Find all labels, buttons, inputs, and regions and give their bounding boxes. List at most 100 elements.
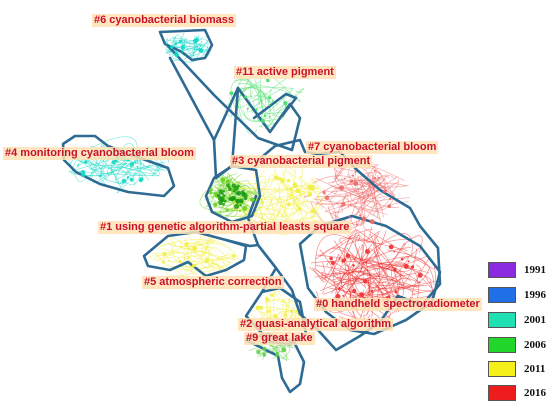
network-node <box>168 260 170 262</box>
network-node <box>250 197 255 202</box>
cluster-label-6: #6 cyanobacterial biomass <box>92 14 236 27</box>
network-node <box>290 188 293 191</box>
cluster-link-clouds <box>69 33 438 361</box>
legend-year-2001: 2001 <box>524 314 546 326</box>
network-node <box>394 291 397 294</box>
network-node <box>127 176 129 178</box>
network-node <box>387 204 391 208</box>
network-node <box>218 190 223 195</box>
legend-item-2011: 2011 <box>488 361 550 379</box>
network-node <box>205 258 209 262</box>
cluster-label-0: #0 handheld spectroradiometer <box>314 298 482 311</box>
network-node <box>404 264 409 269</box>
network-node <box>308 184 313 189</box>
network-node <box>130 162 134 166</box>
legend-item-2001: 2001 <box>488 312 550 330</box>
network-node <box>192 246 197 251</box>
network-node <box>363 279 367 283</box>
network-node <box>339 185 344 190</box>
cluster-label-4: #4 monitoring cyanobacterial bloom <box>3 147 196 160</box>
network-node <box>178 260 181 263</box>
network-node <box>270 293 273 296</box>
legend-year-1996: 1996 <box>524 289 546 301</box>
network-node <box>274 176 278 180</box>
network-node <box>269 104 271 106</box>
network-node <box>77 164 79 166</box>
network-node <box>234 204 239 209</box>
network-node <box>234 186 239 191</box>
legend-swatch-2006 <box>488 337 516 353</box>
network-node <box>281 347 286 352</box>
network-node <box>259 306 263 310</box>
network-node <box>285 106 287 108</box>
network-node <box>370 290 373 293</box>
network-node <box>276 352 279 355</box>
network-node <box>408 260 410 262</box>
network-node <box>352 264 355 267</box>
cluster-label-3: #3 cyanobacterial pigment <box>230 155 372 168</box>
network-node <box>266 79 270 83</box>
network-node <box>254 213 256 215</box>
network-node <box>344 273 346 275</box>
network-node <box>192 264 195 267</box>
network-node <box>344 178 346 180</box>
network-node <box>306 200 308 202</box>
legend-item-1996: 1996 <box>488 287 550 305</box>
network-node <box>174 43 177 46</box>
network-node <box>287 202 291 206</box>
network-node <box>370 219 375 224</box>
network-node <box>84 160 88 164</box>
network-node <box>236 191 240 195</box>
network-node <box>272 100 274 102</box>
network-node <box>356 224 358 226</box>
network-node <box>362 217 367 222</box>
legend-year-2016: 2016 <box>524 387 546 399</box>
network-node <box>378 177 380 179</box>
network-node <box>202 251 204 253</box>
cluster-label-2: #2 quasi-analytical algorithm <box>238 318 393 331</box>
network-node <box>228 181 231 184</box>
network-node <box>264 114 267 117</box>
network-node <box>242 206 247 211</box>
network-node <box>311 209 316 214</box>
network-node <box>389 198 391 200</box>
network-node <box>170 45 174 49</box>
network-node <box>239 204 241 206</box>
network-node <box>226 183 230 187</box>
network-node <box>308 192 313 197</box>
network-node <box>166 42 168 44</box>
network-node <box>175 53 179 57</box>
network-node <box>265 297 269 301</box>
network-node <box>383 189 387 193</box>
network-node <box>267 310 270 313</box>
network-node <box>184 242 188 246</box>
network-node <box>263 347 267 351</box>
legend-swatch-2011 <box>488 361 516 377</box>
legend-year-1991: 1991 <box>524 264 546 276</box>
cluster-label-7: #7 cyanobacterial bloom <box>306 141 438 154</box>
network-node <box>283 101 287 105</box>
network-node <box>209 191 212 194</box>
network-node <box>244 197 248 201</box>
network-node <box>287 179 290 182</box>
legend-year-2006: 2006 <box>524 339 546 351</box>
cluster-label-5: #5 atmospheric correction <box>142 276 284 289</box>
legend-item-2006: 2006 <box>488 337 550 355</box>
network-node <box>226 209 229 212</box>
cluster-label-11: #11 active pigment <box>234 66 336 79</box>
network-node <box>290 310 293 313</box>
network-node <box>162 252 166 256</box>
network-node <box>230 179 232 181</box>
network-node <box>122 179 126 183</box>
link-arc <box>252 91 258 99</box>
network-node <box>325 196 329 200</box>
cluster-label-9: #9 great lake <box>244 332 315 345</box>
legend-item-2016: 2016 <box>488 385 550 403</box>
network-node <box>293 183 298 188</box>
network-node <box>355 279 357 281</box>
network-node <box>401 258 404 261</box>
network-node <box>418 273 423 278</box>
network-node <box>205 251 207 253</box>
network-node <box>270 200 272 202</box>
link-arc <box>273 291 276 315</box>
